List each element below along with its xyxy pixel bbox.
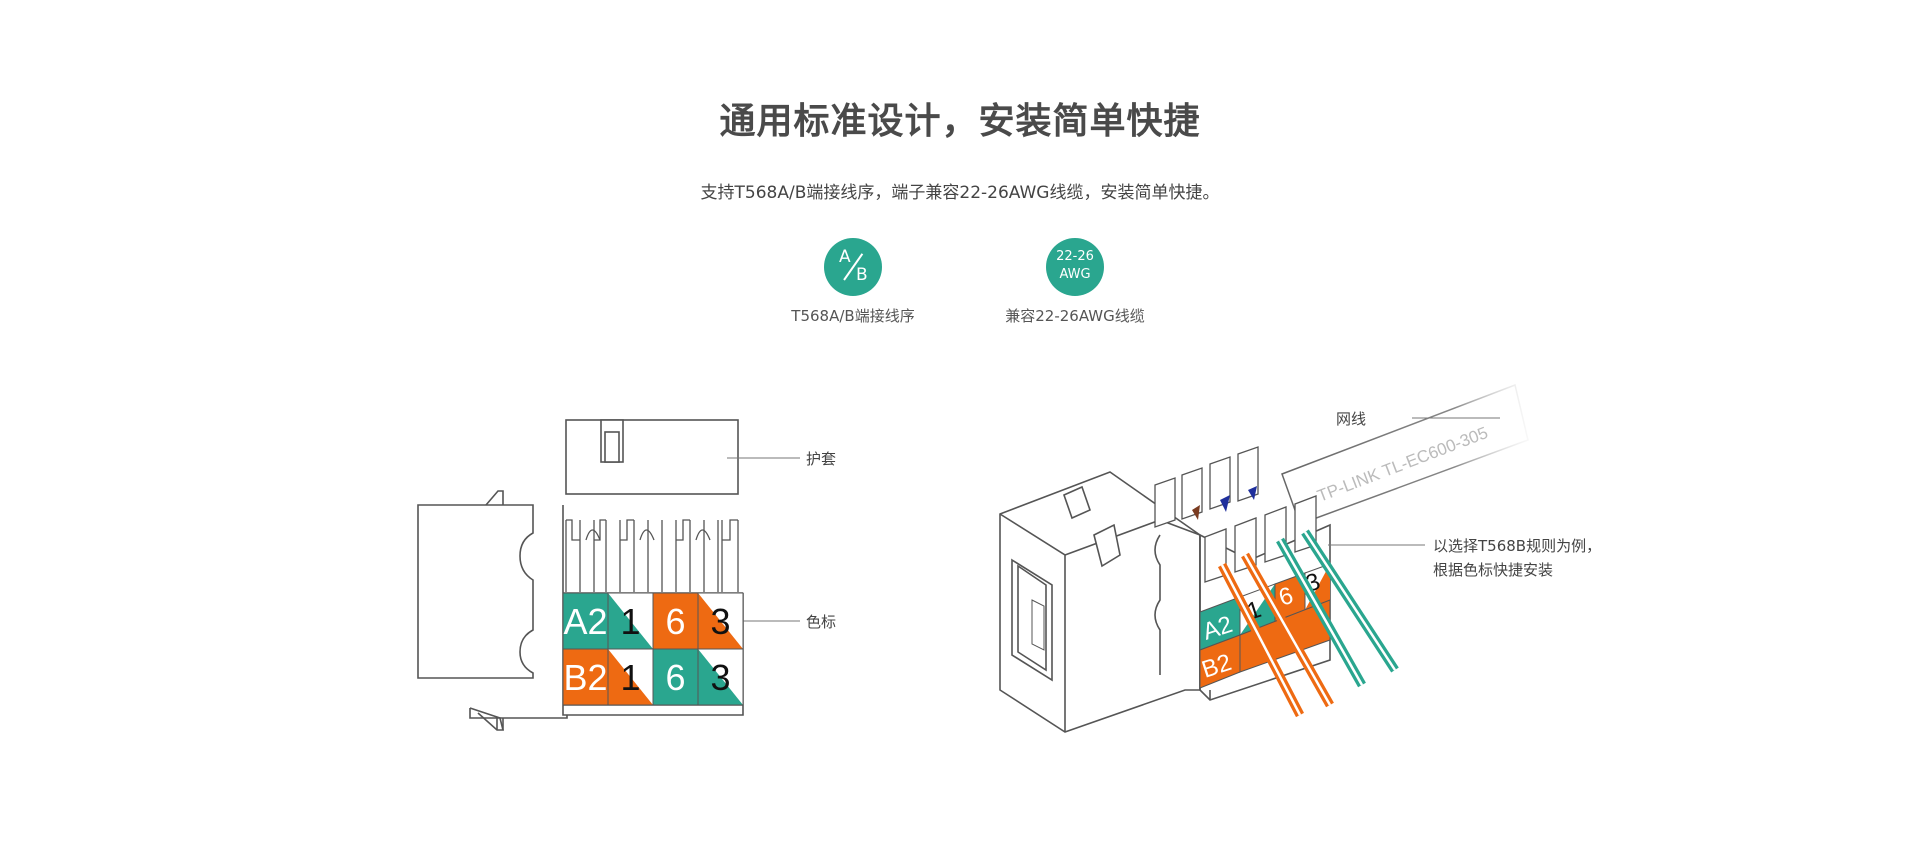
network-cable: [1281, 383, 1529, 525]
left-row-b-cell: 6: [652, 648, 699, 706]
left-row-a-cell-label: 3: [710, 601, 730, 642]
note-callout-line2: 根据色标快捷安装: [1433, 561, 1553, 579]
jack-body: [417, 504, 534, 679]
feature-ab: A B T568A/B端接线序: [773, 238, 933, 326]
page-title: 通用标准设计，安装简单快捷: [719, 101, 1201, 142]
left-row-a-cell-label: 1: [620, 601, 640, 642]
right-row-b-cell: [1239, 599, 1331, 673]
left-row-b-cell-label: 1: [620, 657, 640, 698]
dust-cover: [565, 419, 739, 495]
left-row-a-cell: 3: [697, 592, 744, 650]
left-row-a-cell: 1: [607, 592, 654, 650]
left-row-b-cell-label: B2: [563, 657, 607, 698]
left-row-b-cell: 3: [697, 648, 744, 706]
ab-icon: A B: [824, 238, 882, 296]
feature-ab-label: T568A/B端接线序: [791, 307, 915, 325]
awg-icon: 22-26 AWG: [1046, 238, 1104, 296]
feature-awg-label: 兼容22-26AWG线缆: [1005, 307, 1145, 325]
left-row-a-cell: 6: [652, 592, 699, 650]
wires: [1218, 529, 1399, 718]
feature-awg: 22-26 AWG 兼容22-26AWG线缆: [995, 238, 1155, 326]
left-row-b-cell: B2: [562, 648, 609, 706]
page-subtitle: 支持T568A/B端接线序，端子兼容22-26AWG线缆，安装简单快捷。: [700, 183, 1220, 203]
cable-callout: 网线: [1336, 410, 1366, 428]
color-code-callout: 色标: [806, 613, 836, 631]
left-row-a-cell-label: A2: [563, 601, 607, 642]
idc-terminals: [565, 519, 739, 592]
left-row-b-cell-label: 3: [710, 657, 730, 698]
left-row-b-cell-label: 6: [665, 657, 685, 698]
left-row-b-cell: 1: [607, 648, 654, 706]
left-row-a-cell-label: 6: [665, 601, 685, 642]
cover-callout: 护套: [806, 450, 836, 468]
left-row-a-cell: A2: [562, 592, 609, 650]
right-keystone-diagram: TP-LINK TL-EC600-305: [999, 383, 1601, 733]
note-callout-line1: 以选择T568B规则为例，: [1433, 537, 1601, 555]
